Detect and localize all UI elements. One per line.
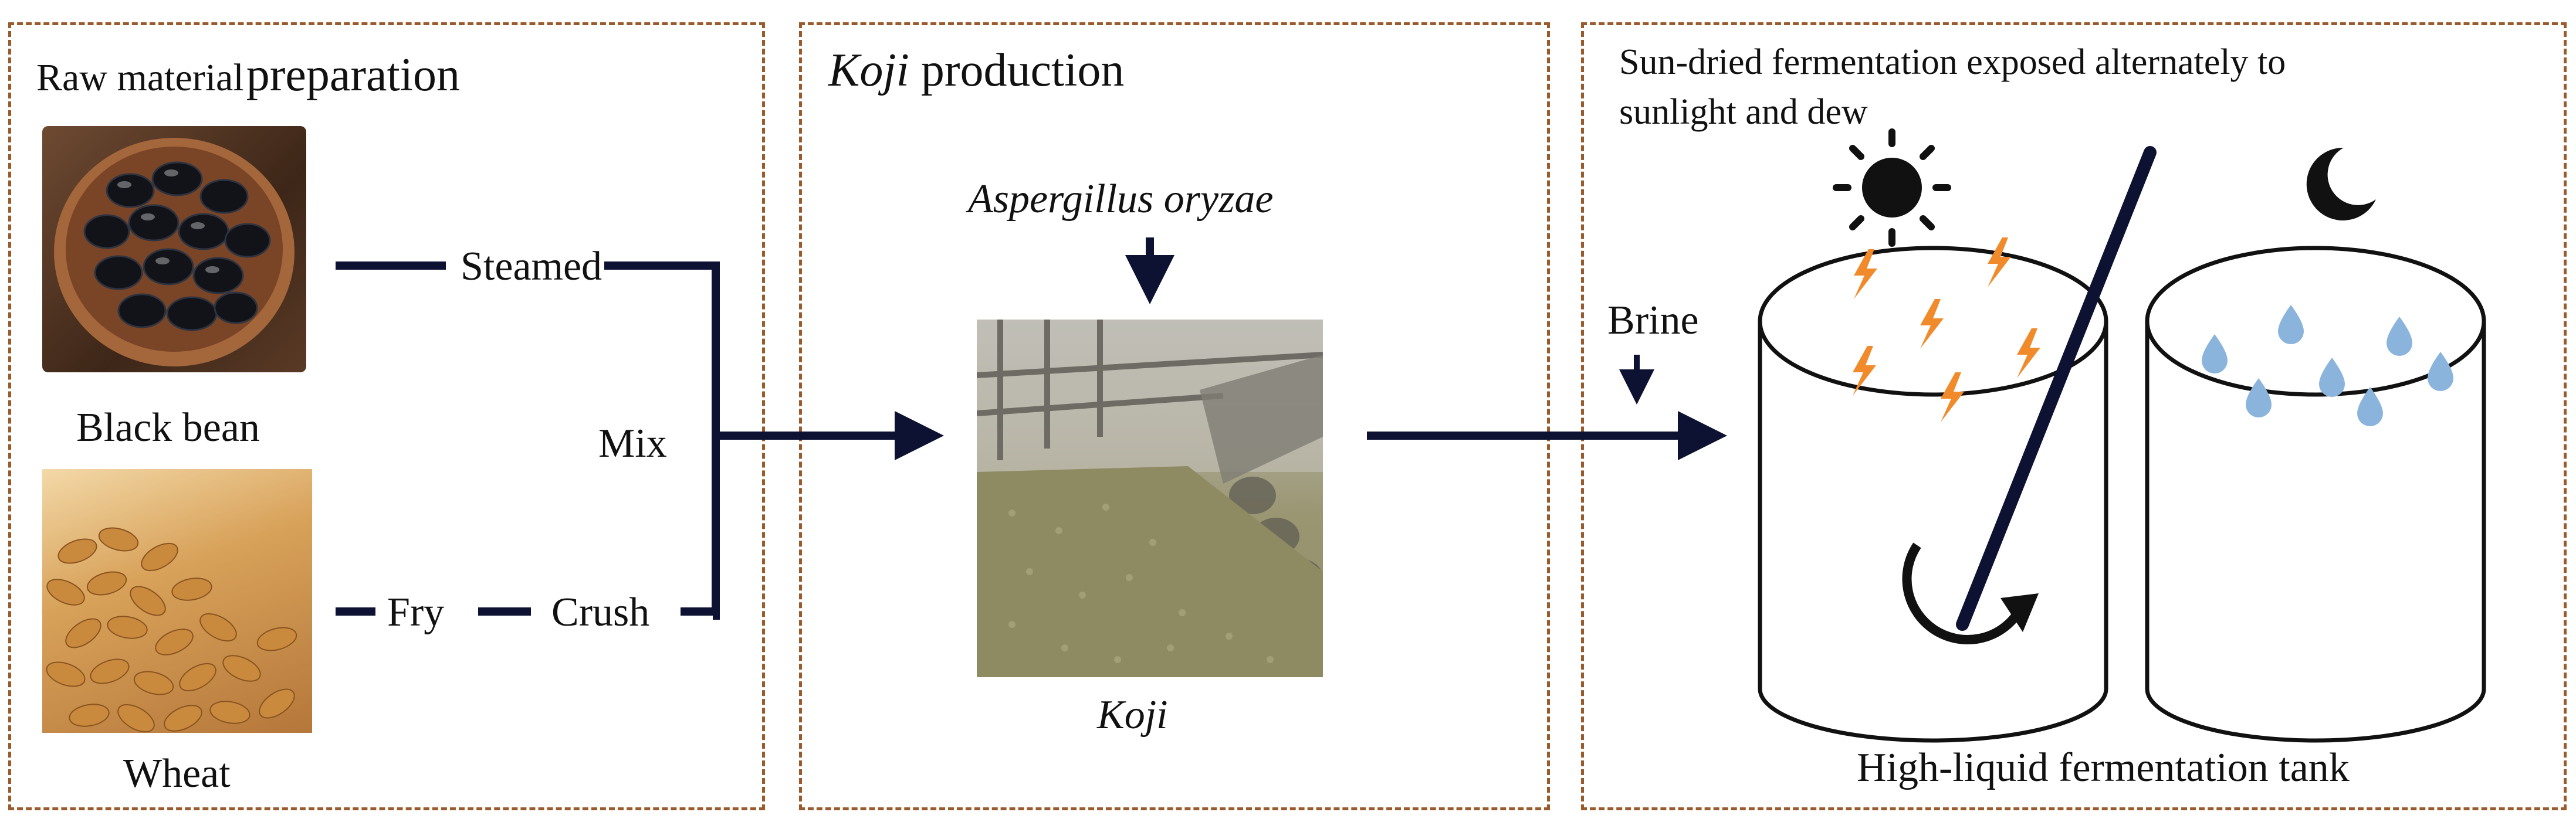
- water-drop-icon: [2202, 334, 2228, 373]
- sun-dried-fermentation-panel: [1581, 22, 2567, 810]
- water-drop-icon: [2246, 378, 2272, 417]
- koji-panel-title: Koji production: [828, 47, 1124, 94]
- lightning-icon: [1941, 372, 1964, 422]
- rotation-arrow-icon: [1902, 542, 2039, 644]
- steamed-label: Steamed: [461, 244, 602, 289]
- koji-room-graphic: [977, 320, 1323, 677]
- ferment-title-line2: sunlight and dew: [1619, 92, 1868, 132]
- aspergillus-oryzae-label: Aspergillus oryzae: [968, 176, 1274, 222]
- wheat-label: Wheat: [123, 751, 231, 796]
- water-drop-icon: [2357, 387, 2383, 426]
- lightning-icon: [1854, 249, 1877, 299]
- water-drop-icon: [2428, 352, 2453, 391]
- brine-label: Brine: [1607, 298, 1699, 343]
- mix-label: Mix: [598, 421, 667, 466]
- water-drop-icon: [2319, 358, 2345, 397]
- wheat-grains-graphic: [46, 527, 297, 733]
- fermentation-tank-dew: [2145, 246, 2486, 743]
- water-drop-icons: [2202, 305, 2453, 426]
- crush-label: Crush: [551, 590, 650, 635]
- wheat-photo: [42, 469, 312, 733]
- ferment-title-line1: Sun-dried fermentation exposed alternate…: [1619, 42, 2286, 82]
- black-bean-photo: [42, 126, 306, 372]
- tank-label: High-liquid fermentation tank: [1857, 745, 2350, 790]
- fry-label: Fry: [387, 590, 445, 635]
- koji-title-rest: production: [909, 45, 1125, 96]
- lightning-icon: [1853, 346, 1876, 396]
- koji-title-italic: Koji: [828, 45, 909, 96]
- lightning-icon: [2017, 328, 2040, 378]
- raw-material-panel: [8, 22, 765, 810]
- black-bean-label: Black bean: [76, 405, 260, 450]
- black-bean-bowl-graphic: [54, 138, 295, 366]
- raw-title-small: Raw material: [36, 56, 244, 99]
- raw-panel-title: Raw material preparation: [36, 52, 460, 98]
- water-drop-icon: [2278, 305, 2304, 344]
- raw-title-large: preparation: [246, 49, 460, 101]
- koji-label: Koji: [1097, 692, 1168, 738]
- koji-production-panel: [799, 22, 1550, 810]
- koji-room-photo: [977, 320, 1323, 677]
- water-drop-icon: [2387, 317, 2412, 356]
- lightning-icons: [1853, 237, 2040, 422]
- lightning-icon: [1988, 237, 2011, 287]
- stir-rod-icon: [1956, 146, 2157, 631]
- steamed-connector-right: [604, 261, 720, 620]
- moon-icon: [2306, 147, 2376, 220]
- sun-icon: [1833, 128, 1951, 247]
- lightning-icon: [1920, 299, 1944, 349]
